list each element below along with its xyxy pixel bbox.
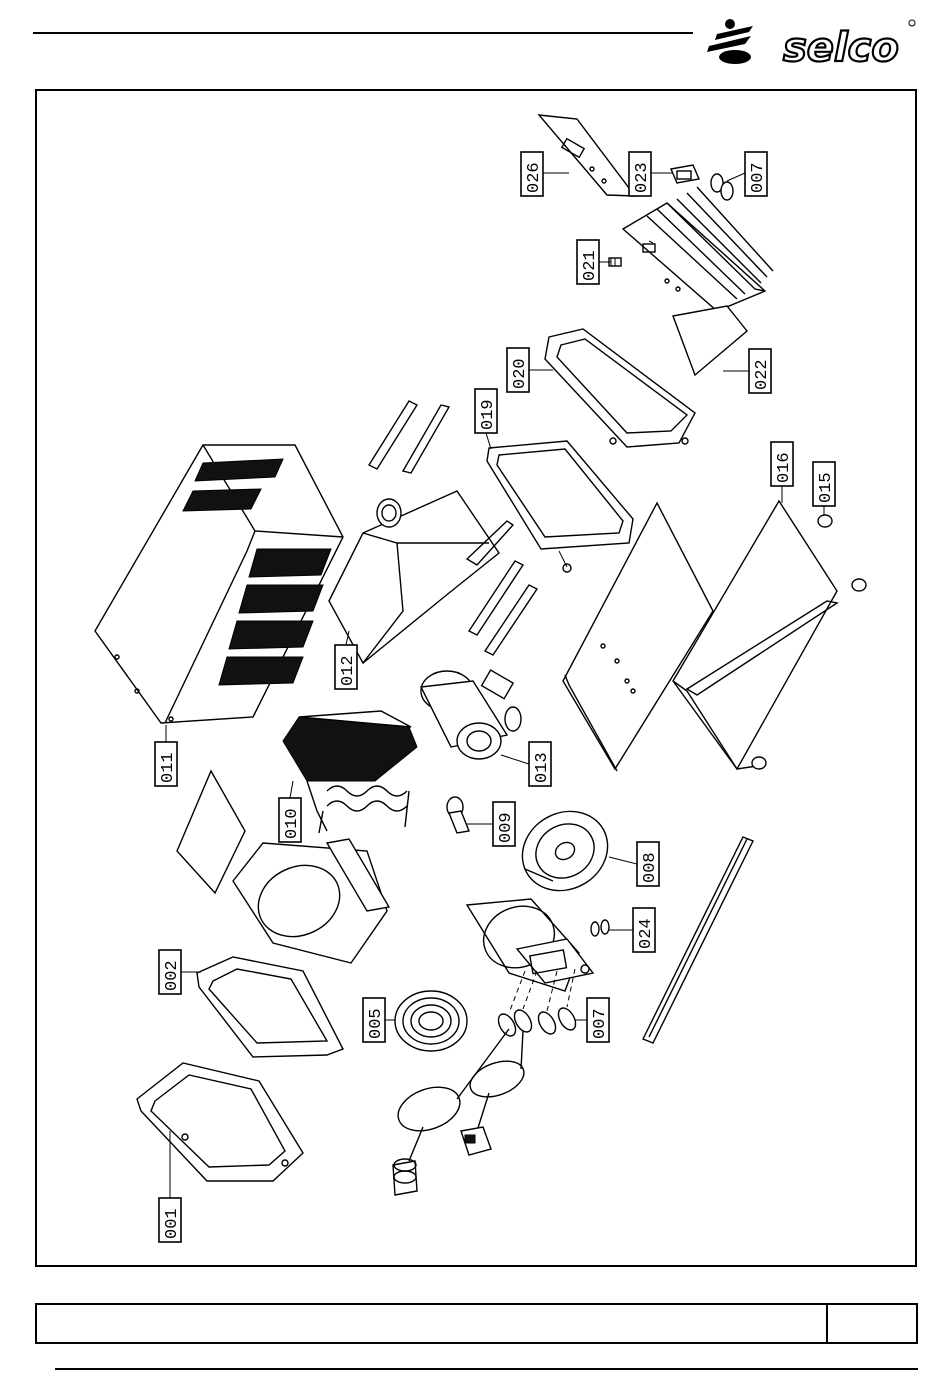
brand-wordmark: selco — [783, 25, 899, 70]
part-024-sockets — [591, 920, 609, 936]
part-002-rear-frame — [197, 957, 343, 1057]
svg-text:026: 026 — [525, 162, 544, 193]
label-015: 015 — [813, 462, 836, 515]
svg-text:007: 007 — [591, 1008, 610, 1039]
part-001-front-cover — [137, 1063, 303, 1181]
label-009: 009 — [467, 802, 516, 846]
part-welding-cables — [392, 1029, 529, 1161]
footer-page-cell — [826, 1305, 916, 1342]
exploded-diagram: 026 023 007 021 020 022 — [37, 91, 919, 1269]
svg-text:016: 016 — [775, 452, 794, 483]
svg-text:002: 002 — [163, 960, 182, 991]
svg-text:008: 008 — [641, 852, 660, 883]
footer-rule — [55, 1368, 918, 1370]
part-019-rear-frame — [487, 441, 633, 572]
part-012-air-tunnel — [329, 491, 513, 663]
svg-text:024: 024 — [637, 918, 656, 949]
part-005-cable-coil — [395, 991, 467, 1051]
label-023: 023 — [629, 152, 673, 196]
part-008-cooling-fan — [508, 796, 622, 906]
part-earth-clamp — [461, 1127, 491, 1155]
label-013: 013 — [501, 742, 552, 786]
part-007-connectors-top — [711, 174, 733, 200]
label-019: 019 — [475, 389, 498, 449]
svg-text:001: 001 — [163, 1208, 182, 1239]
label-024: 024 — [609, 908, 656, 952]
part-023-switch — [671, 165, 699, 183]
label-021: 021 — [577, 240, 611, 284]
selco-logo: selco — [705, 12, 920, 70]
header-rule — [33, 32, 693, 34]
part-torch-plug — [393, 1159, 417, 1195]
svg-text:009: 009 — [497, 812, 516, 843]
label-002: 002 — [159, 950, 201, 994]
svg-text:015: 015 — [817, 472, 836, 503]
footer-title-box — [35, 1303, 918, 1344]
svg-text:020: 020 — [511, 358, 530, 389]
label-010: 010 — [279, 781, 302, 842]
part-020-front-frame — [545, 329, 695, 447]
svg-text:022: 022 — [753, 359, 772, 390]
part-024-rear-panel — [467, 896, 593, 991]
part-011-outer-case — [95, 445, 343, 723]
svg-text:010: 010 — [283, 808, 302, 839]
svg-text:012: 012 — [339, 655, 358, 686]
label-011: 011 — [155, 725, 178, 786]
part-026-label-plate — [539, 115, 635, 196]
svg-text:005: 005 — [367, 1008, 386, 1039]
label-016: 016 — [771, 442, 794, 503]
label-026: 026 — [521, 152, 569, 196]
svg-text:013: 013 — [533, 752, 552, 783]
svg-text:011: 011 — [159, 752, 178, 783]
svg-text:019: 019 — [479, 399, 498, 430]
label-022: 022 — [723, 349, 772, 393]
part-010-heat-exchanger — [283, 711, 417, 833]
label-007-bottom: 007 — [575, 998, 610, 1042]
exploded-diagram-frame: 026 023 007 021 020 022 — [35, 89, 917, 1267]
selco-swirl-icon — [707, 19, 753, 64]
label-005: 005 — [363, 998, 395, 1042]
part-022-front-panel — [623, 187, 773, 375]
label-008: 008 — [609, 842, 660, 886]
svg-text:021: 021 — [581, 250, 600, 281]
part-013-blower-motor — [421, 670, 521, 759]
svg-text:007: 007 — [749, 162, 768, 193]
svg-text:023: 023 — [633, 162, 652, 193]
part-009-pressure-sensor — [447, 797, 469, 833]
